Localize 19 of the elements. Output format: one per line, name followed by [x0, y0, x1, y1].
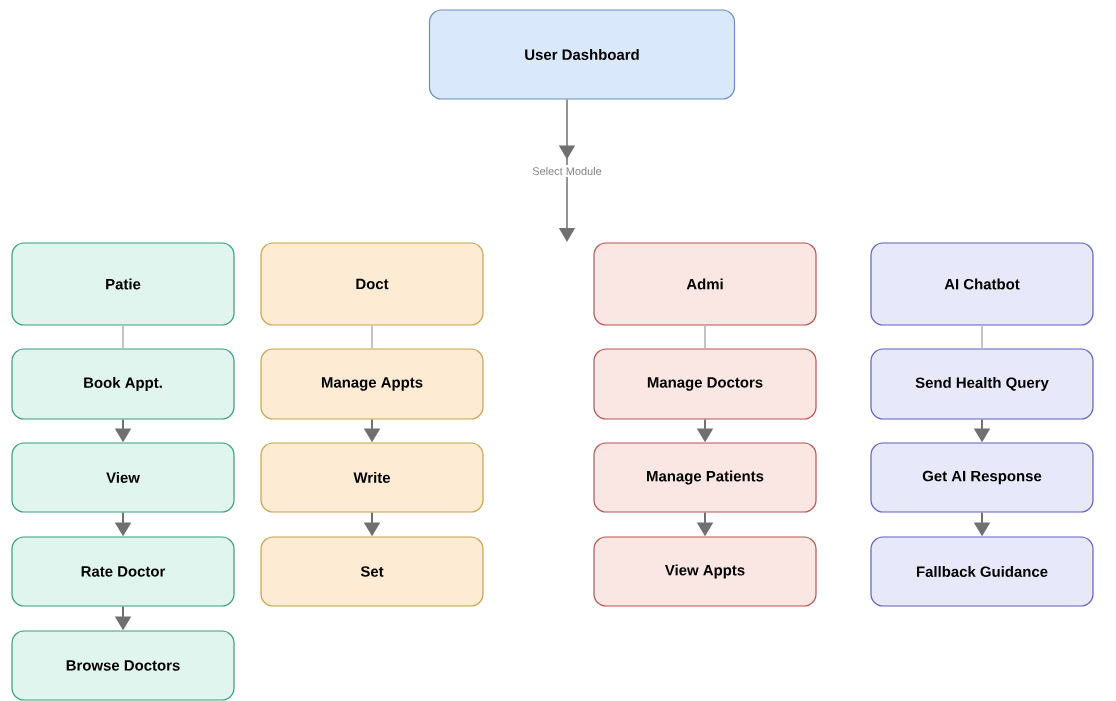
process-box: Manage Appts: [260, 348, 484, 420]
process-box: Patie: [11, 242, 235, 326]
process-box: View: [11, 442, 235, 513]
process-box: Browse Doctors: [11, 630, 235, 701]
process-box: Manage Patients: [593, 442, 817, 513]
process-box: Get AI Response: [870, 442, 1094, 513]
process-box: View Appts: [593, 536, 817, 607]
edge-label: Select Module: [530, 164, 604, 177]
process-box: Manage Doctors: [593, 348, 817, 420]
process-box: Set: [260, 536, 484, 607]
process-box: User Dashboard: [428, 9, 736, 100]
process-box: Rate Doctor: [11, 536, 235, 607]
process-box: Doct: [260, 242, 484, 326]
process-box: Send Health Query: [870, 348, 1094, 420]
process-box: AI Chatbot: [870, 242, 1094, 326]
process-box: Admi: [593, 242, 817, 326]
process-box: Book Appt.: [11, 348, 235, 420]
process-box: Fallback Guidance: [870, 536, 1094, 607]
process-box: Write: [260, 442, 484, 513]
